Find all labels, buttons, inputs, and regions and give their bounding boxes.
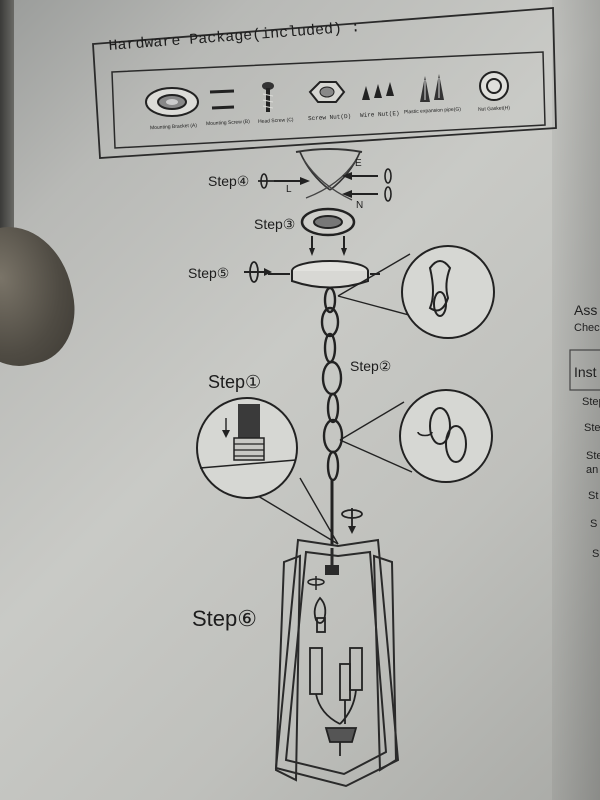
right-wire-arrows	[384, 168, 392, 202]
screw-nut-icon	[308, 81, 346, 103]
step5-label: Step⑤	[188, 265, 230, 281]
right-text-4: Step	[584, 422, 600, 434]
step1-label: Step①	[208, 372, 262, 392]
right-text-8: S	[590, 518, 598, 530]
callout-middle-right	[339, 389, 493, 483]
wire-nut-icon	[362, 82, 394, 100]
step3-label: Step③	[254, 216, 296, 232]
candle-bulb-icon	[313, 596, 327, 633]
paper-fold-shadow	[552, 0, 600, 800]
rotate-small-arrow-icon	[307, 576, 325, 590]
step4-label: Step④	[208, 173, 250, 189]
hardware-package-frame	[92, 7, 557, 159]
candle-sockets	[309, 647, 363, 756]
mounting-bracket-icon	[145, 87, 199, 117]
ceiling-box-wiring	[274, 148, 378, 201]
step6-label: Step⑥	[192, 606, 257, 631]
head-screw-icon	[262, 82, 274, 112]
step3-bracket	[300, 207, 356, 256]
step4-arrow-icon	[258, 173, 276, 189]
callout-step1	[196, 397, 339, 545]
right-text-0: Ass	[574, 302, 598, 318]
lantern-fixture	[274, 538, 400, 788]
chain	[320, 286, 344, 545]
step5-arrow-icon	[244, 261, 272, 283]
right-text-9: S	[592, 548, 600, 560]
callout-top-right	[337, 245, 495, 339]
rotate-arrow-icon	[341, 508, 363, 534]
expansion-pipe-icon	[420, 74, 444, 102]
right-text-3: Step	[582, 396, 600, 408]
right-text-1: Chec	[574, 322, 600, 334]
table-edge	[0, 0, 14, 260]
right-column-divider	[569, 349, 600, 391]
mounting-screw-icon	[209, 89, 235, 110]
step2-label: Step②	[350, 358, 392, 374]
right-text-2: Inst	[574, 364, 597, 380]
canopy	[268, 260, 380, 289]
wire-label-e: E	[355, 158, 362, 169]
right-text-5: Ste	[586, 450, 600, 462]
nut-gasket-icon	[479, 71, 509, 101]
right-text-7: St	[588, 490, 599, 502]
wire-label-l: L	[286, 184, 292, 195]
right-text-6: an	[586, 464, 599, 476]
wire-label-n: N	[356, 200, 364, 211]
